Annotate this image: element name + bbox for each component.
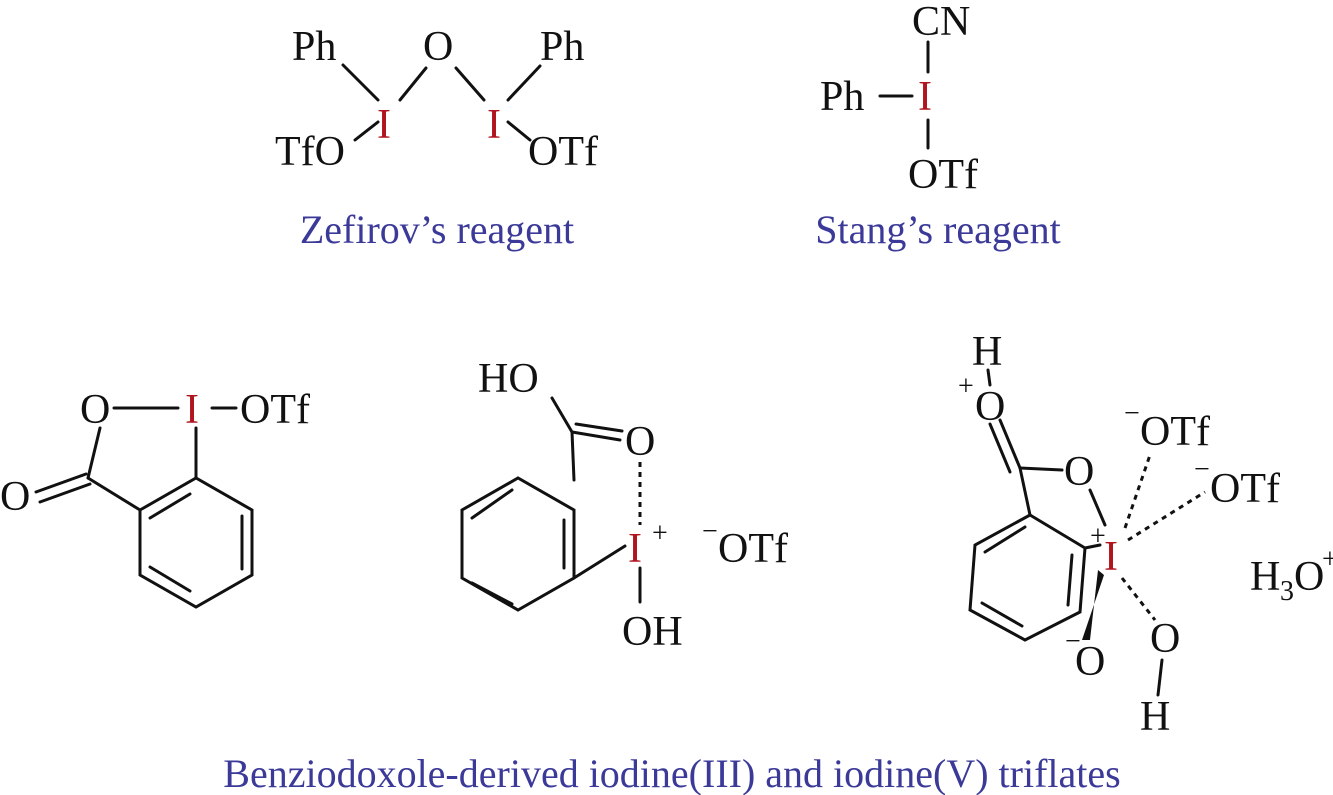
atom-oh: OH xyxy=(622,609,683,655)
atom-oxygen: O xyxy=(1150,616,1180,662)
atom-iodine: I xyxy=(1104,534,1118,580)
atom-oxygen: O xyxy=(1075,639,1105,685)
charge-plus: + xyxy=(1322,544,1333,575)
atom-otf: OTf xyxy=(1140,409,1210,455)
atom-h: H xyxy=(972,329,1002,375)
atom-h: H xyxy=(1250,554,1280,600)
iodine-v-triflate-structure: H + O O − OTf − OTf + I H 3 O + − O O H xyxy=(958,329,1333,740)
zefirov-reagent-structure: Ph I O I Ph TfO OTf Zefirov’s reagent xyxy=(275,24,598,252)
atom-otf: OTf xyxy=(718,526,788,572)
atom-iodine: I xyxy=(628,526,642,572)
atom-otf: OTf xyxy=(240,387,310,433)
atom-oxygen: O xyxy=(0,474,30,520)
atom-tfo: TfO xyxy=(275,129,345,175)
atom-oxygen: O xyxy=(1294,554,1324,600)
hydronium-ion: H 3 O + xyxy=(1250,544,1333,607)
atom-ho: HO xyxy=(478,356,539,402)
atom-iodine: I xyxy=(918,74,932,120)
atom-oxygen: O xyxy=(1064,449,1094,495)
charge-minus: − xyxy=(1065,626,1081,657)
charge-plus: + xyxy=(652,518,668,549)
atom-oxygen: O xyxy=(80,387,110,433)
charge-minus: − xyxy=(1194,454,1210,485)
atom-otf: OTf xyxy=(1210,466,1280,512)
iodonium-triflate-structure: HO O I + − OTf OH xyxy=(460,356,788,655)
atom-ph: Ph xyxy=(292,24,336,70)
atom-cn: CN xyxy=(912,0,970,45)
charge-minus: − xyxy=(1124,398,1140,429)
benziodoxole-triflate-structure: O I OTf O xyxy=(0,387,310,609)
zefirov-label: Zefirov’s reagent xyxy=(300,207,574,252)
atom-otf: OTf xyxy=(908,152,978,198)
atom-h: H xyxy=(1140,694,1170,740)
atom-iodine: I xyxy=(185,387,199,433)
atom-ph: Ph xyxy=(540,24,584,70)
atom-otf: OTf xyxy=(528,129,598,175)
atom-oxygen: O xyxy=(625,419,655,465)
charge-minus: − xyxy=(702,516,718,547)
stang-reagent-structure: CN Ph I OTf Stang’s reagent xyxy=(815,0,1061,252)
atom-iodine: I xyxy=(487,102,501,148)
atom-iodine: I xyxy=(377,102,391,148)
atom-ph: Ph xyxy=(820,74,864,120)
subscript-3: 3 xyxy=(1280,576,1294,607)
charge-plus: + xyxy=(958,371,974,402)
stang-label: Stang’s reagent xyxy=(815,207,1061,252)
atom-oxygen: O xyxy=(423,24,453,70)
caption: Benziodoxole-derived iodine(III) and iod… xyxy=(223,751,1120,795)
charge-plus: + xyxy=(1090,521,1106,552)
